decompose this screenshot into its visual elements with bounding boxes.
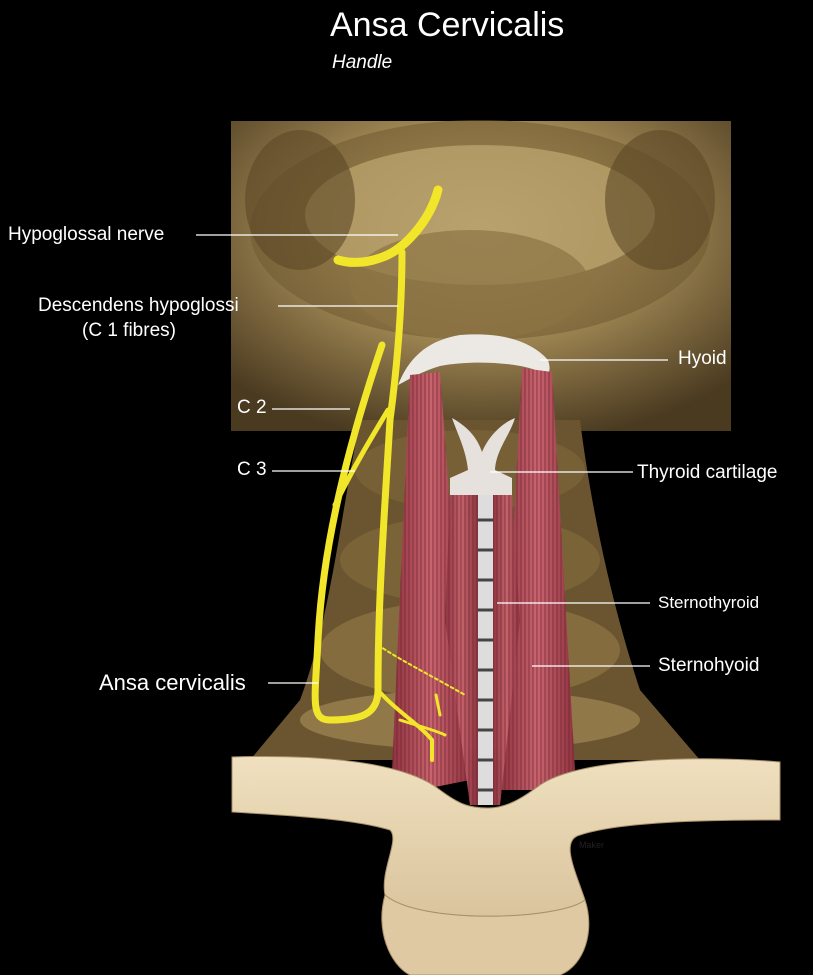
- label-sternothyroid: Sternothyroid: [658, 593, 760, 612]
- diagram-subtitle: Handle: [332, 52, 393, 73]
- sternothyroid-muscles: [445, 495, 520, 805]
- thyroid-cartilage: [450, 418, 515, 495]
- hyoid-bone: [398, 334, 550, 385]
- label-descendens-hypoglossi: Descendens hypoglossi: [38, 295, 239, 316]
- label-ansa-cervicalis: Ansa cervicalis: [99, 670, 246, 695]
- label-c3: C 3: [237, 459, 267, 480]
- label-hyoid: Hyoid: [678, 348, 727, 369]
- sternohyoid-muscles: [392, 368, 575, 790]
- skull-base-backdrop: [231, 120, 731, 431]
- label-sternohyoid: Sternohyoid: [658, 655, 760, 676]
- sternum-body: [381, 894, 590, 975]
- sternum-manubrium: [231, 756, 781, 917]
- label-hypoglossal-nerve: Hypoglossal nerve: [8, 224, 165, 245]
- label-thyroid-cartilage: Thyroid cartilage: [637, 462, 778, 483]
- label-c2: C 2: [237, 397, 267, 418]
- diagram-title: Ansa Cervicalis: [330, 6, 565, 44]
- watermark: Maker: [579, 840, 605, 850]
- tracheal-rings: [477, 518, 493, 792]
- label-c1-fibres: (C 1 fibres): [82, 320, 176, 341]
- leader-lines: [196, 234, 668, 684]
- trachea: [477, 495, 493, 805]
- ansa-cervicalis-nerve: [311, 185, 466, 762]
